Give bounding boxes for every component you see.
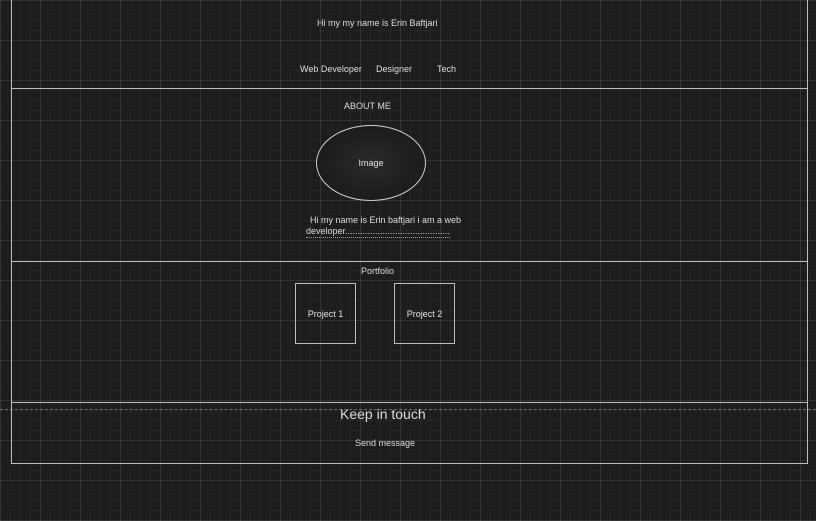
project-2-card[interactable]: Project 2 [394,283,455,344]
portfolio-heading: Portfolio [361,266,395,276]
send-message-button[interactable]: Send message [355,438,416,448]
section-divider-dashed [0,409,816,410]
tag-tech[interactable]: Tech [437,64,457,74]
about-description: Hi my name is Erin baftjari i am a web d… [306,215,466,238]
contact-heading: Keep in touch [340,406,426,422]
about-text-line-2: developer...............................… [306,226,451,238]
hero-intro-text: Hi my my name is Erin Baftjari [317,18,438,28]
project-2-label: Project 2 [406,308,443,319]
project-1-card[interactable]: Project 1 [295,283,356,344]
portfolio-section [11,261,808,403]
project-1-label: Project 1 [307,308,344,319]
tag-designer[interactable]: Designer [376,64,413,74]
about-text-line-1: Hi my name is Erin baftjari i am a web [310,215,462,225]
about-image-label: Image [358,158,384,168]
tag-web-developer[interactable]: Web Developer [300,64,362,74]
contact-section [11,402,808,464]
about-heading: ABOUT ME [344,101,391,111]
about-image-placeholder: Image [316,125,426,201]
hero-section [11,0,808,89]
